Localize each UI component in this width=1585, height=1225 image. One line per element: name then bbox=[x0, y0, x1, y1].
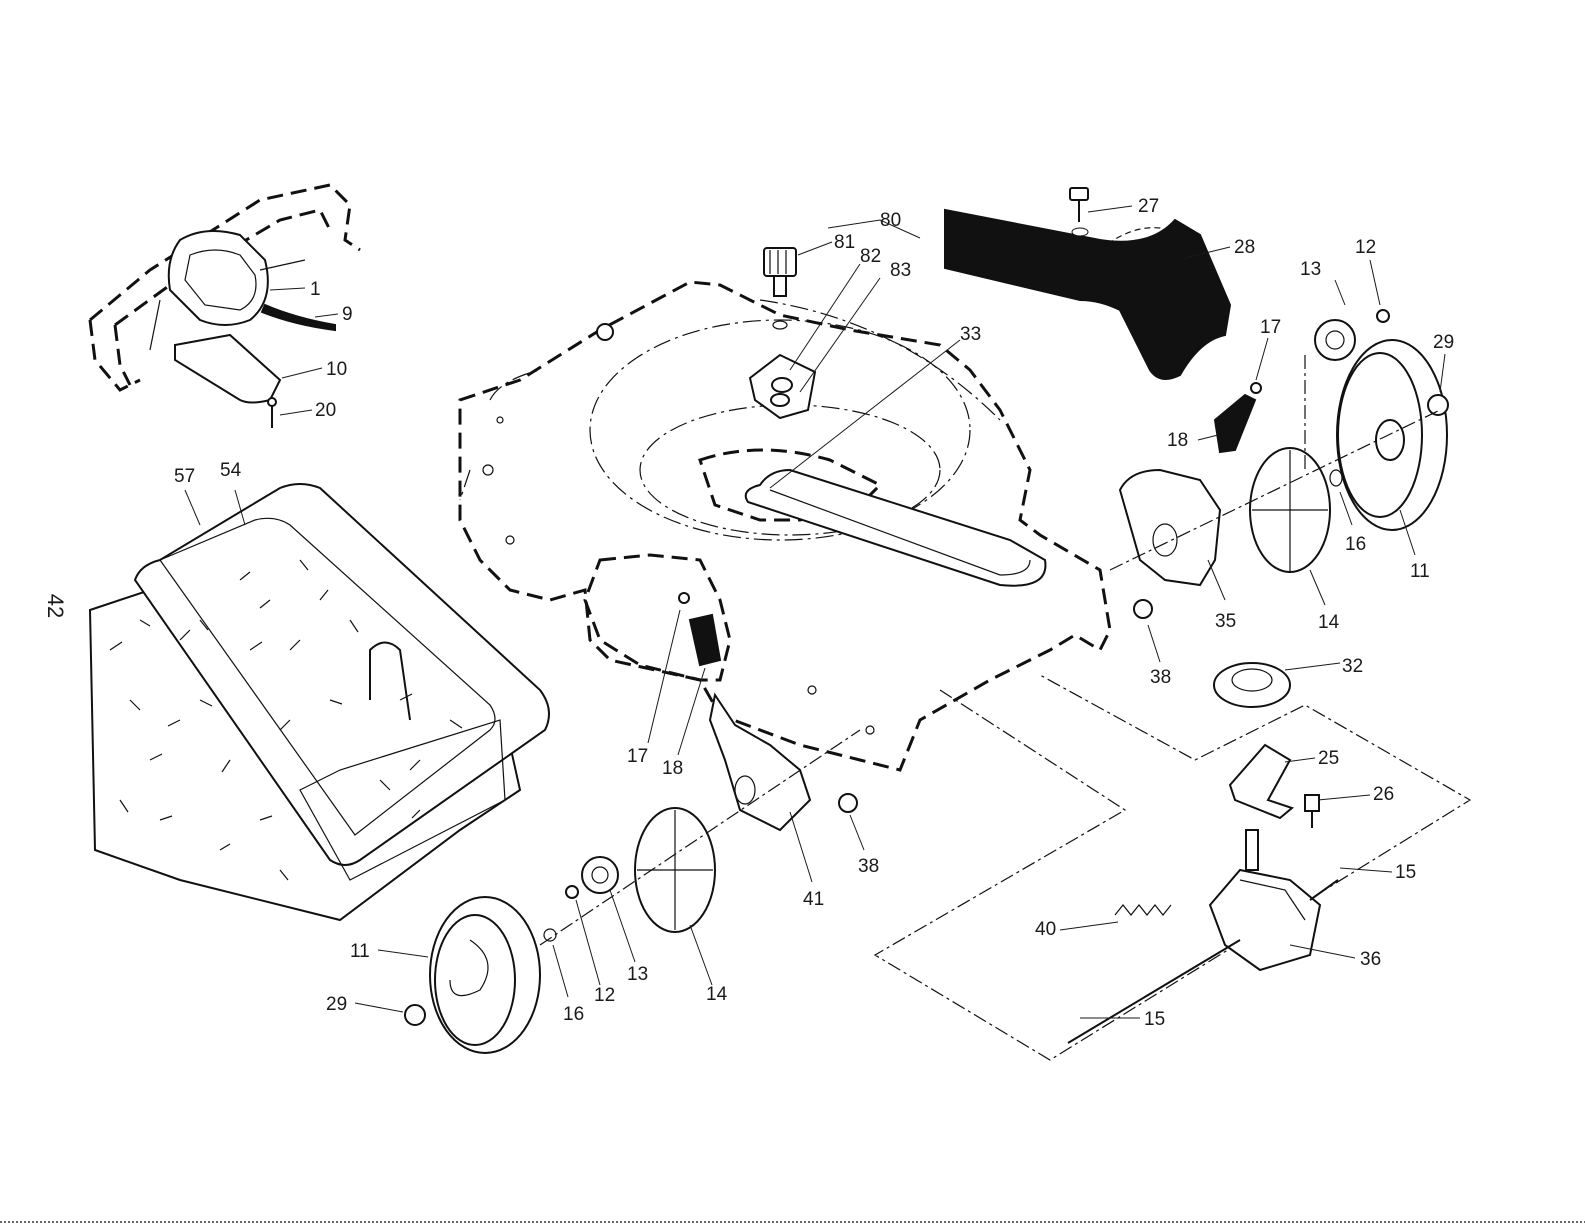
handle-assembly-illustration bbox=[90, 185, 360, 428]
callout-13-left: 13 bbox=[627, 964, 648, 985]
height-adjuster-knob-illustration bbox=[750, 248, 815, 418]
callout-12-right: 12 bbox=[1355, 237, 1376, 258]
callout-14-left: 14 bbox=[706, 984, 728, 1005]
rear-baffle-illustration bbox=[945, 188, 1230, 379]
callout-35: 35 bbox=[1215, 611, 1236, 632]
callout-16-right: 16 bbox=[1345, 534, 1366, 555]
callout-16-left: 16 bbox=[563, 1004, 584, 1025]
callout-57: 57 bbox=[174, 466, 195, 487]
grass-bag-illustration bbox=[90, 484, 549, 920]
callout-10: 10 bbox=[326, 359, 347, 380]
callout-80: 80 bbox=[880, 210, 901, 231]
callout-29-left: 29 bbox=[326, 994, 347, 1015]
callout-17-right: 17 bbox=[1260, 317, 1281, 338]
callout-13-right: 13 bbox=[1300, 259, 1321, 280]
callout-33: 33 bbox=[960, 324, 981, 345]
callout-9: 9 bbox=[342, 304, 353, 325]
callout-40: 40 bbox=[1035, 919, 1056, 940]
page-number: 42 bbox=[43, 594, 68, 618]
callout-12-left: 12 bbox=[594, 985, 615, 1006]
mower-deck-illustration bbox=[460, 282, 1110, 770]
callout-41: 41 bbox=[803, 889, 824, 910]
callout-36: 36 bbox=[1360, 949, 1381, 970]
callout-25: 25 bbox=[1318, 748, 1339, 769]
callout-83: 83 bbox=[890, 260, 911, 281]
callout-11-right: 11 bbox=[1410, 561, 1430, 582]
callout-15-lower: 15 bbox=[1144, 1009, 1165, 1030]
callout-20: 20 bbox=[315, 400, 336, 421]
callout-54: 54 bbox=[220, 460, 242, 481]
callout-38-left: 38 bbox=[858, 856, 879, 877]
callout-82: 82 bbox=[860, 246, 881, 267]
callout-18-left: 18 bbox=[662, 758, 683, 779]
callout-32: 32 bbox=[1342, 656, 1363, 677]
callout-14-right: 14 bbox=[1318, 612, 1340, 633]
callout-15-upper: 15 bbox=[1395, 862, 1416, 883]
callout-28: 28 bbox=[1234, 237, 1255, 258]
callout-27: 27 bbox=[1138, 196, 1159, 217]
callout-1: 1 bbox=[310, 279, 321, 300]
drive-belt-illustration bbox=[746, 470, 1046, 586]
callout-29-right: 29 bbox=[1433, 332, 1454, 353]
callout-18-right: 18 bbox=[1167, 430, 1188, 451]
callout-17-left: 17 bbox=[627, 746, 648, 767]
transmission-assembly-illustration bbox=[875, 663, 1470, 1060]
callout-38-right: 38 bbox=[1150, 667, 1171, 688]
callout-81: 81 bbox=[834, 232, 855, 253]
callout-26: 26 bbox=[1373, 784, 1394, 805]
callout-11-left: 11 bbox=[350, 941, 370, 962]
